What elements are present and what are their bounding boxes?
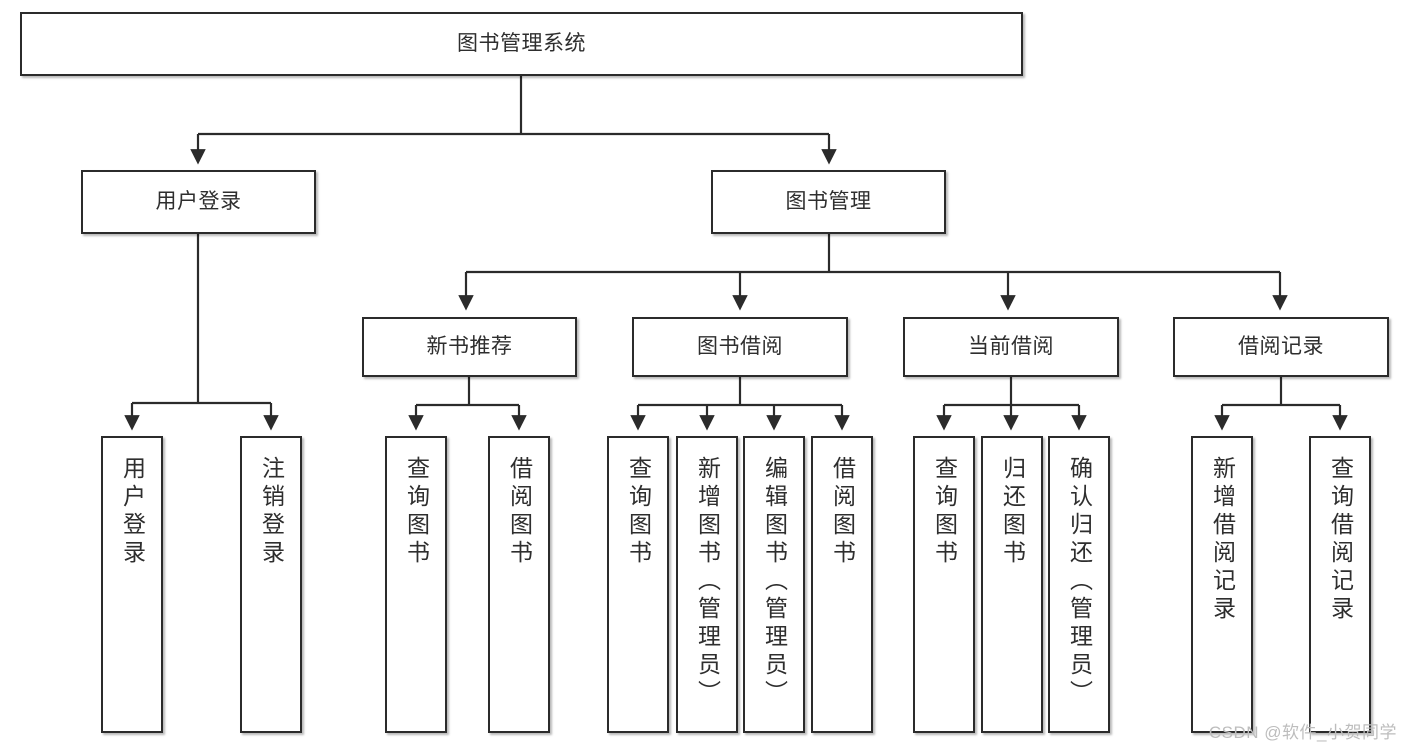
- leaf-borrow-book-1[interactable]: 借阅图书: [488, 436, 550, 733]
- leaf-edit-book[interactable]: 编辑图书（管理员）: [743, 436, 805, 733]
- node-new-book-recommend[interactable]: 新书推荐: [362, 317, 577, 377]
- node-root-label: 图书管理系统: [457, 31, 586, 55]
- leaf-borrow-book-1-label: 借阅图书: [506, 456, 533, 568]
- leaf-confirm-return-label: 确认归还（管理员）: [1066, 456, 1093, 708]
- node-book-borrow-label: 图书借阅: [697, 334, 783, 358]
- leaf-add-book[interactable]: 新增图书（管理员）: [676, 436, 738, 733]
- leaf-add-record-label: 新增借阅记录: [1209, 456, 1236, 624]
- leaf-query-record[interactable]: 查询借阅记录: [1309, 436, 1371, 733]
- leaf-logout-login-label: 注销登录: [258, 456, 285, 568]
- node-user-login-label: 用户登录: [155, 189, 242, 213]
- leaf-return-book[interactable]: 归还图书: [981, 436, 1043, 733]
- leaf-query-record-label: 查询借阅记录: [1327, 456, 1354, 624]
- leaf-query-book-2-label: 查询图书: [625, 456, 652, 568]
- leaf-query-book-3-label: 查询图书: [931, 456, 958, 568]
- node-root[interactable]: 图书管理系统: [20, 12, 1023, 76]
- leaf-logout-login[interactable]: 注销登录: [240, 436, 302, 733]
- leaf-add-record[interactable]: 新增借阅记录: [1191, 436, 1253, 733]
- leaf-edit-book-label: 编辑图书（管理员）: [761, 456, 788, 708]
- node-borrow-record[interactable]: 借阅记录: [1173, 317, 1389, 377]
- leaf-borrow-book-2-label: 借阅图书: [829, 456, 856, 568]
- leaf-query-book-1-label: 查询图书: [403, 456, 430, 568]
- leaf-user-login-label: 用户登录: [119, 456, 146, 568]
- node-new-book-recommend-label: 新书推荐: [426, 334, 513, 358]
- csdn-watermark: CSDN @软件_小贺同学: [1208, 723, 1397, 742]
- leaf-query-book-1[interactable]: 查询图书: [385, 436, 447, 733]
- node-user-login[interactable]: 用户登录: [81, 170, 316, 234]
- leaf-add-book-label: 新增图书（管理员）: [694, 456, 721, 708]
- leaf-borrow-book-2[interactable]: 借阅图书: [811, 436, 873, 733]
- leaf-query-book-3[interactable]: 查询图书: [913, 436, 975, 733]
- node-current-borrow-label: 当前借阅: [968, 334, 1054, 358]
- leaf-confirm-return[interactable]: 确认归还（管理员）: [1048, 436, 1110, 733]
- leaf-user-login[interactable]: 用户登录: [101, 436, 163, 733]
- leaf-return-book-label: 归还图书: [999, 456, 1026, 568]
- node-current-borrow[interactable]: 当前借阅: [903, 317, 1119, 377]
- node-book-borrow[interactable]: 图书借阅: [632, 317, 848, 377]
- leaf-query-book-2[interactable]: 查询图书: [607, 436, 669, 733]
- node-borrow-record-label: 借阅记录: [1238, 334, 1324, 358]
- node-book-management-label: 图书管理: [785, 189, 872, 213]
- node-book-management[interactable]: 图书管理: [711, 170, 946, 234]
